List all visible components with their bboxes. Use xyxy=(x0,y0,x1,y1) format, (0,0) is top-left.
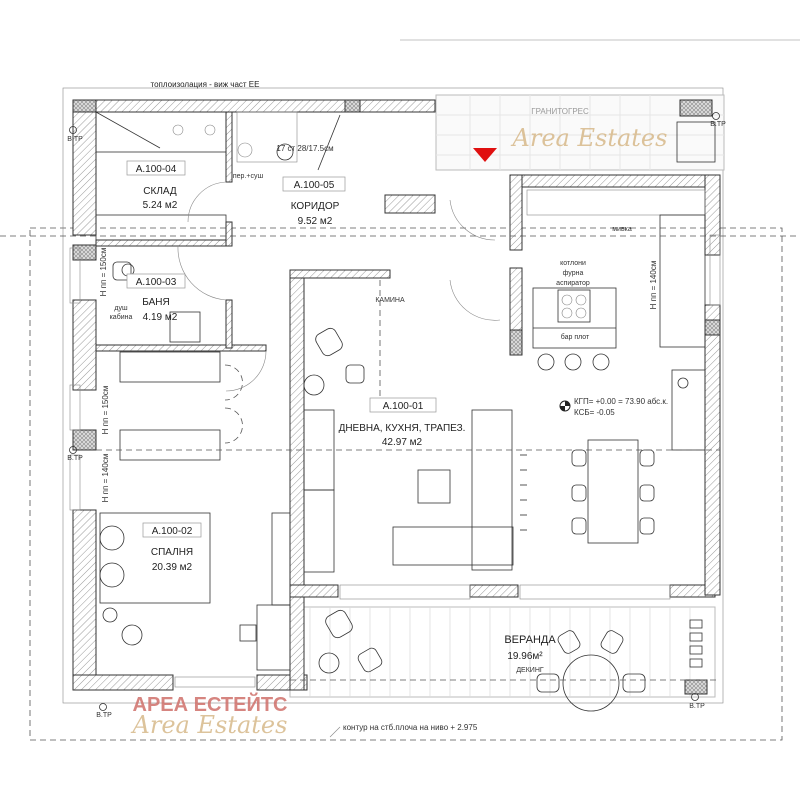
watermark-latin-top: Area Estates xyxy=(511,124,668,152)
level-mark-icon xyxy=(559,400,571,412)
laundry-note: пер.+суш xyxy=(233,173,264,180)
axis-lines xyxy=(0,235,800,681)
corridor-name: КОРИДОР xyxy=(291,201,340,212)
furniture xyxy=(95,111,708,712)
stairs-note: 17 ст 28/17.5см xyxy=(276,144,333,153)
bathroom-window-height: H пп = 150см xyxy=(99,248,108,297)
insulation-note: топлоизолация - виж част ЕЕ xyxy=(151,80,260,89)
level-ksb: КСБ= -0.05 xyxy=(574,408,615,417)
veranda-decking xyxy=(289,606,716,698)
kitchen-hood: аспиратор xyxy=(556,280,590,287)
downpipe-icon xyxy=(99,703,107,711)
kitchen-window-height: H пп = 140см xyxy=(649,261,658,310)
fireplace-note: КАМИНА xyxy=(375,297,405,304)
downpipe-icon xyxy=(691,693,699,701)
watermark-cyrillic: АРЕА ЕСТЕЙТС xyxy=(133,692,288,716)
level-kgp: КГП= +0.00 = 73.90 абс.к. xyxy=(574,397,668,406)
storage-code: A.100-04 xyxy=(136,164,177,175)
windows xyxy=(69,234,721,688)
watermark-latin-bottom: Area Estates xyxy=(131,711,288,739)
shower-label-2: кабина xyxy=(110,313,133,321)
slab-contour-note: контур на стб.плоча на ниво + 2.975 xyxy=(343,723,478,732)
downpipe-icon xyxy=(69,446,77,454)
veranda-area: 19.96м² xyxy=(507,651,543,662)
downpipe-icon xyxy=(712,112,720,120)
bedroom-area: 20.39 м2 xyxy=(152,562,193,573)
doors xyxy=(177,181,501,392)
storage-area: 5.24 м2 xyxy=(143,200,178,211)
living-name: ДНЕВНА, КУХНЯ, ТРАПЕЗ. xyxy=(339,423,466,434)
bedroom-window-height-1: H пп = 150см xyxy=(101,386,110,435)
kitchen-oven: фурна xyxy=(563,270,584,277)
veranda-name: ВЕРАНДА xyxy=(504,634,556,646)
bedroom-code: A.100-02 xyxy=(152,526,193,537)
downpipe-label: В.ТР xyxy=(689,703,705,710)
bathroom-name: БАНЯ xyxy=(142,297,169,308)
corridor-area: 9.52 м2 xyxy=(298,216,333,227)
entrance-marker-icon xyxy=(473,148,497,162)
terrace-finish: ГРАНИТОГРЕС xyxy=(531,107,589,116)
walls xyxy=(72,99,721,691)
downpipe-label: В.ТР xyxy=(67,136,83,143)
bathroom-code: A.100-03 xyxy=(136,277,177,288)
living-code: A.100-01 xyxy=(383,401,424,412)
veranda-finish: ДЕКИНГ xyxy=(516,667,544,674)
living-area: 42.97 м2 xyxy=(382,437,423,448)
downpipe-label: В.ТР xyxy=(96,712,112,719)
bedroom-name: СПАЛНЯ xyxy=(151,547,193,558)
corridor-code: A.100-05 xyxy=(294,180,335,191)
shower-label-1: душ xyxy=(114,305,128,312)
storage-name: СКЛАД xyxy=(143,186,177,197)
downpipe-label: В.ТР xyxy=(710,121,726,128)
bedroom-window-height-2: H пп = 140см xyxy=(101,454,110,503)
bathroom-area: 4.19 м2 xyxy=(143,312,178,323)
slab-contour xyxy=(29,39,800,741)
kitchen-hob: котлони xyxy=(560,260,586,267)
downpipe-icon xyxy=(69,126,77,134)
kitchen-bar: бар плот xyxy=(561,333,590,341)
kitchen-sink: мивка xyxy=(612,226,632,233)
downpipe-markers: В.ТР В.ТР В.ТР В.ТР В.ТР xyxy=(67,112,726,719)
downpipe-label: В.ТР xyxy=(67,455,83,462)
